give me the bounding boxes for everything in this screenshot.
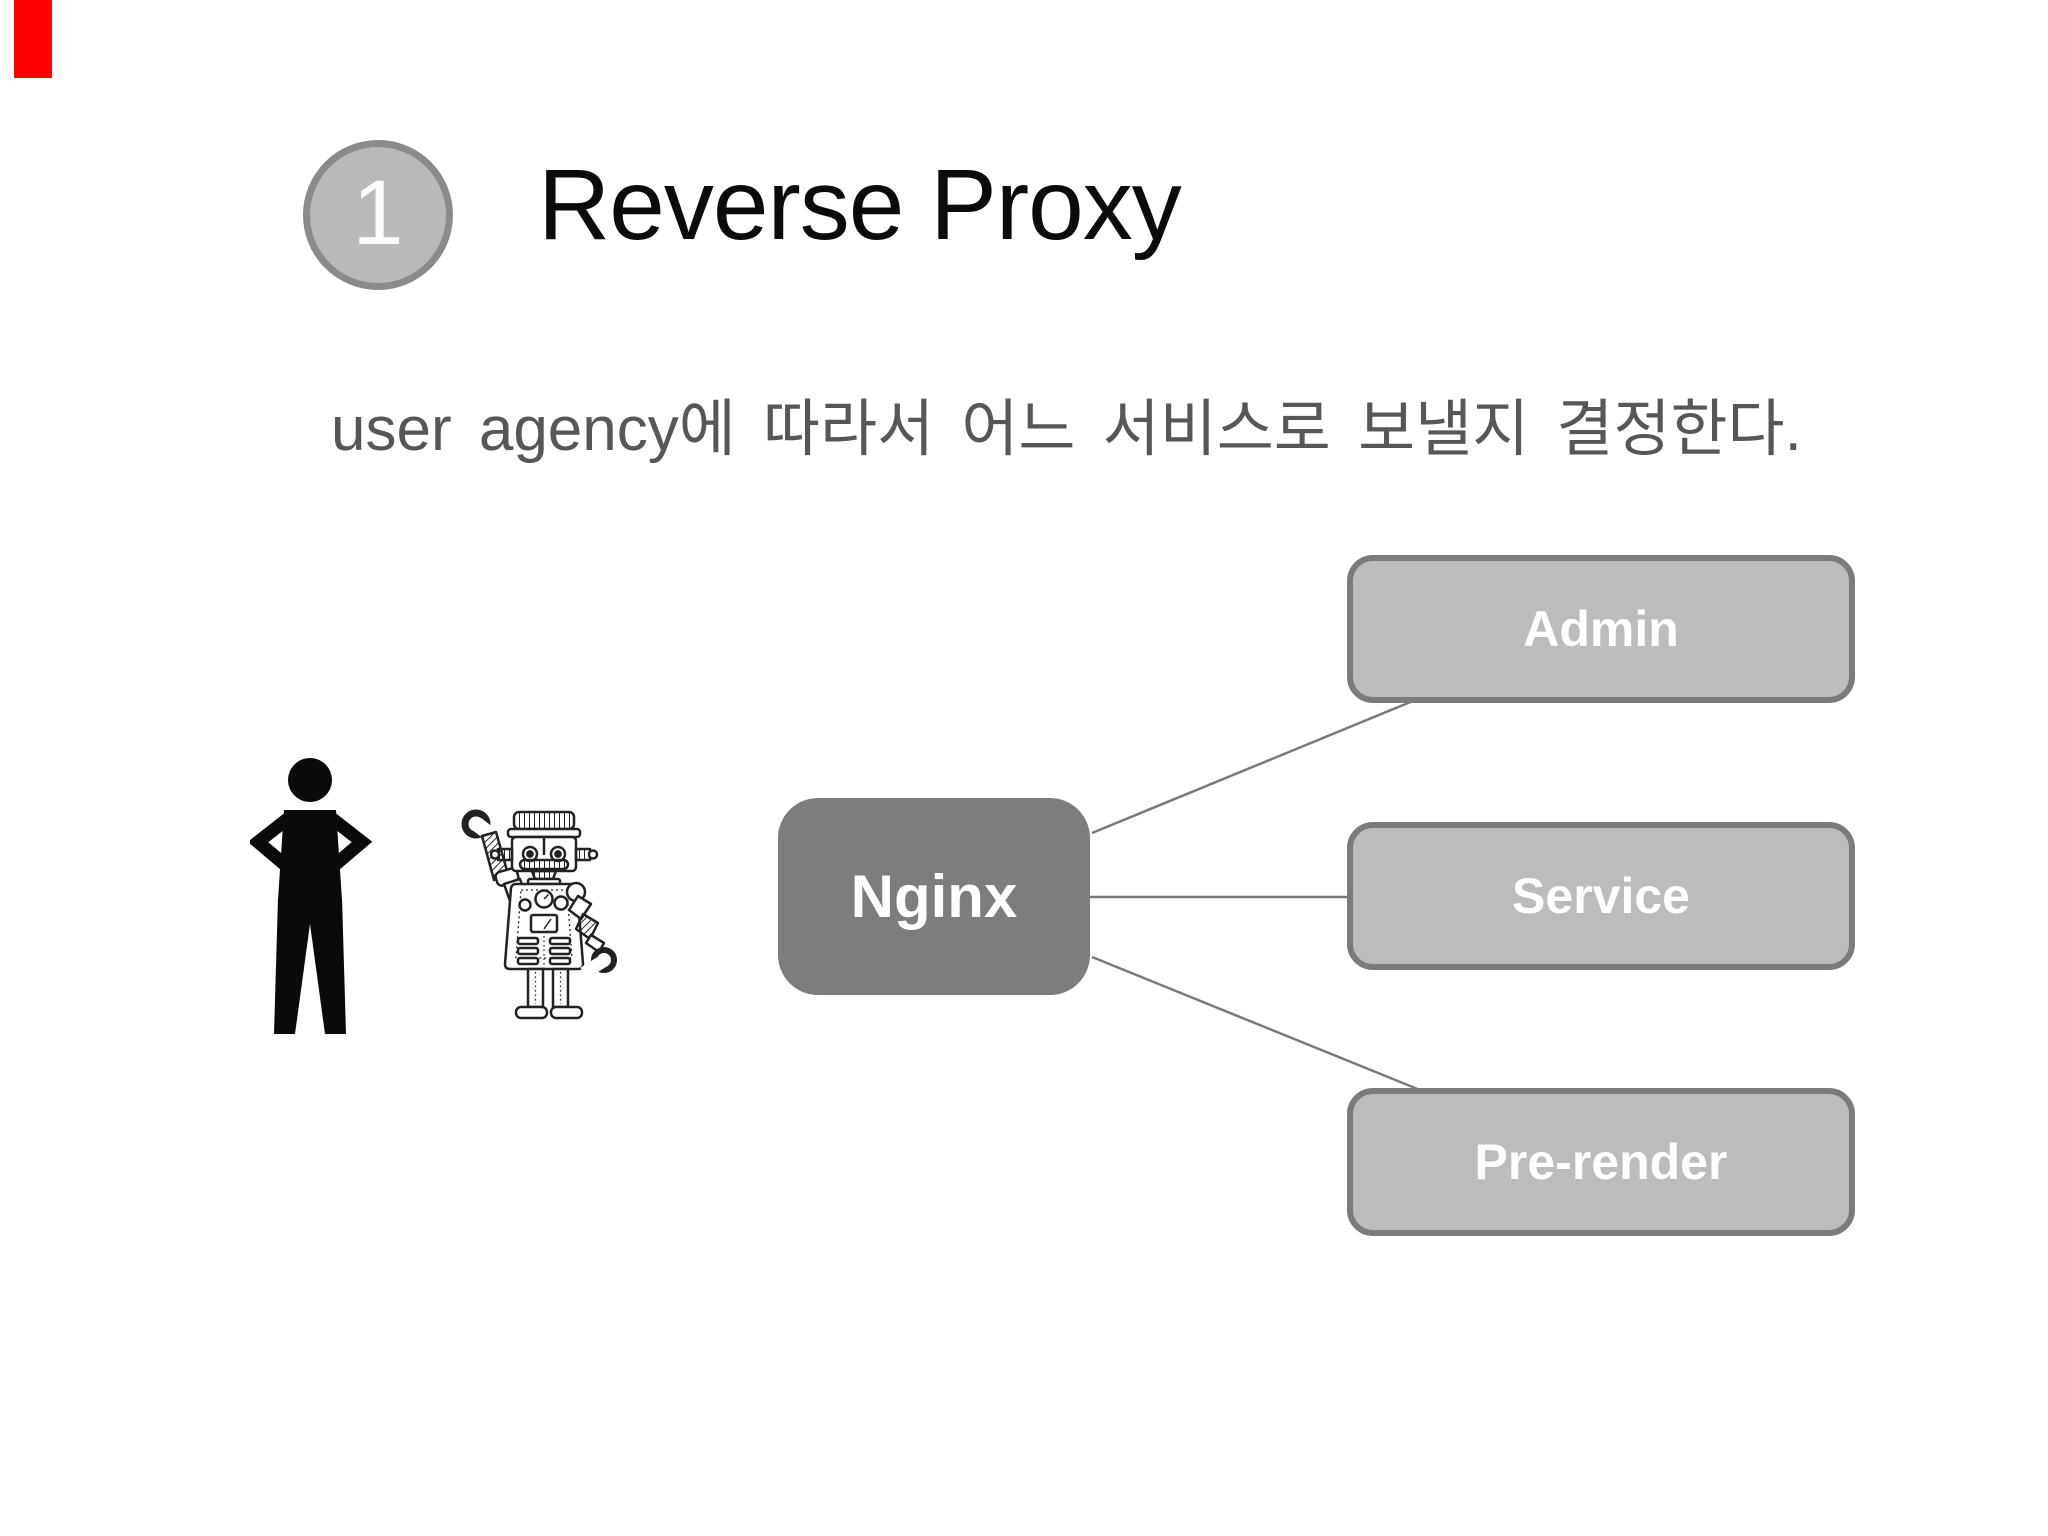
person-head	[288, 758, 332, 802]
person-left-arm	[250, 811, 309, 886]
person-right-arm	[311, 811, 373, 886]
robot-vents	[516, 936, 572, 966]
robot-gauge-right	[553, 895, 569, 911]
connector-nginx-admin	[1091, 692, 1431, 835]
person-icon	[250, 758, 373, 1034]
step-badge: 1	[303, 140, 453, 290]
node-nginx-label: Nginx	[850, 863, 1018, 930]
robot-mouth	[518, 858, 570, 871]
robot-left-leg	[526, 967, 545, 1009]
node-service-label: Service	[1512, 868, 1690, 924]
node-admin: Admin	[1347, 555, 1855, 703]
step-number: 1	[352, 162, 404, 264]
robot-right-foot	[549, 1005, 584, 1020]
node-prerender: Pre-render	[1347, 1088, 1855, 1236]
robot-right-arm	[565, 881, 617, 979]
robot-gauge-small	[518, 898, 532, 912]
page-title: Reverse Proxy	[538, 149, 1182, 261]
node-nginx: Nginx	[778, 798, 1090, 995]
node-prerender-label: Pre-render	[1474, 1134, 1728, 1190]
robot-icon	[461, 809, 617, 1020]
red-accent-bar	[14, 0, 52, 78]
node-service: Service	[1347, 822, 1855, 970]
node-admin-label: Admin	[1523, 601, 1679, 657]
robot-left-foot	[514, 1005, 549, 1020]
subtitle: user agency에 따라서 어느 서비스로 보낼지 결정한다.	[331, 395, 1802, 464]
person-left-leg	[274, 898, 310, 1034]
robot-right-leg	[551, 967, 570, 1009]
robot-meter	[529, 913, 559, 934]
connector-nginx-prerender	[1091, 955, 1421, 1092]
person-right-leg	[310, 898, 346, 1034]
robot-cap	[512, 810, 576, 831]
